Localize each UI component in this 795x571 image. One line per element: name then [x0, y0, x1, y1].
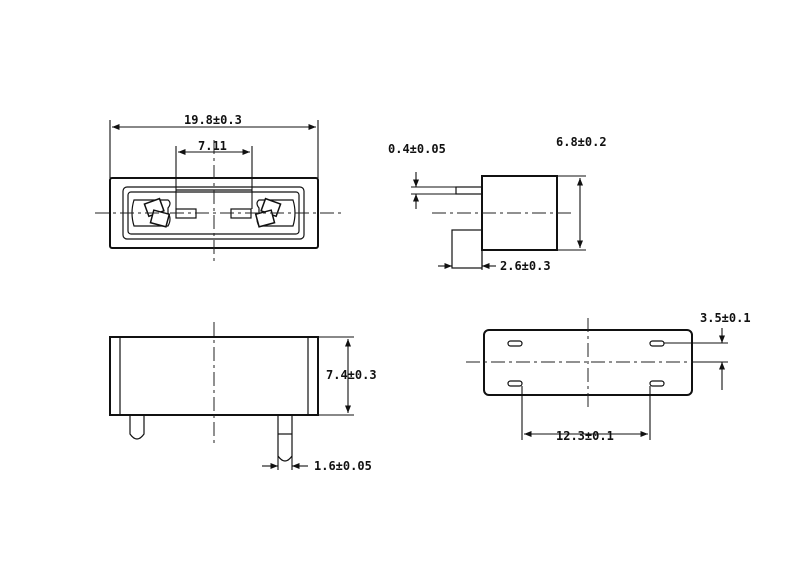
pin-length-label: 2.6±0.3	[500, 259, 551, 273]
slot-bottom-right	[649, 380, 665, 387]
right-pin	[277, 415, 293, 462]
right-fuse-clip	[230, 197, 296, 228]
side-view-upper-pin	[455, 186, 483, 195]
body-depth-label: 6.8±0.2	[556, 135, 607, 149]
side-view-lower-pin	[451, 229, 483, 269]
slot-top-right	[649, 340, 665, 347]
slot-top-left	[507, 340, 523, 347]
slot-offset-label: 3.5±0.1	[700, 311, 751, 325]
pin-diameter-label: 1.6±0.05	[314, 459, 372, 473]
contact-spacing-label: 7.11	[198, 139, 227, 153]
body-height-label: 7.4±0.3	[326, 368, 377, 382]
left-pin	[129, 415, 145, 440]
slot-bottom-left	[507, 380, 523, 387]
side-view: 0.4±0.05 6.8±0.2 2.6±0.3	[388, 135, 607, 273]
top-view: 19.8±0.3 7.11	[95, 113, 345, 262]
bottom-view: 3.5±0.1 12.3±0.1	[466, 311, 751, 443]
front-view: 7.4±0.3 1.6±0.05	[109, 322, 377, 473]
slot-spacing-label: 12.3±0.1	[556, 429, 614, 443]
overall-length-label: 19.8±0.3	[184, 113, 242, 127]
pin-thickness-label: 0.4±0.05	[388, 142, 446, 156]
